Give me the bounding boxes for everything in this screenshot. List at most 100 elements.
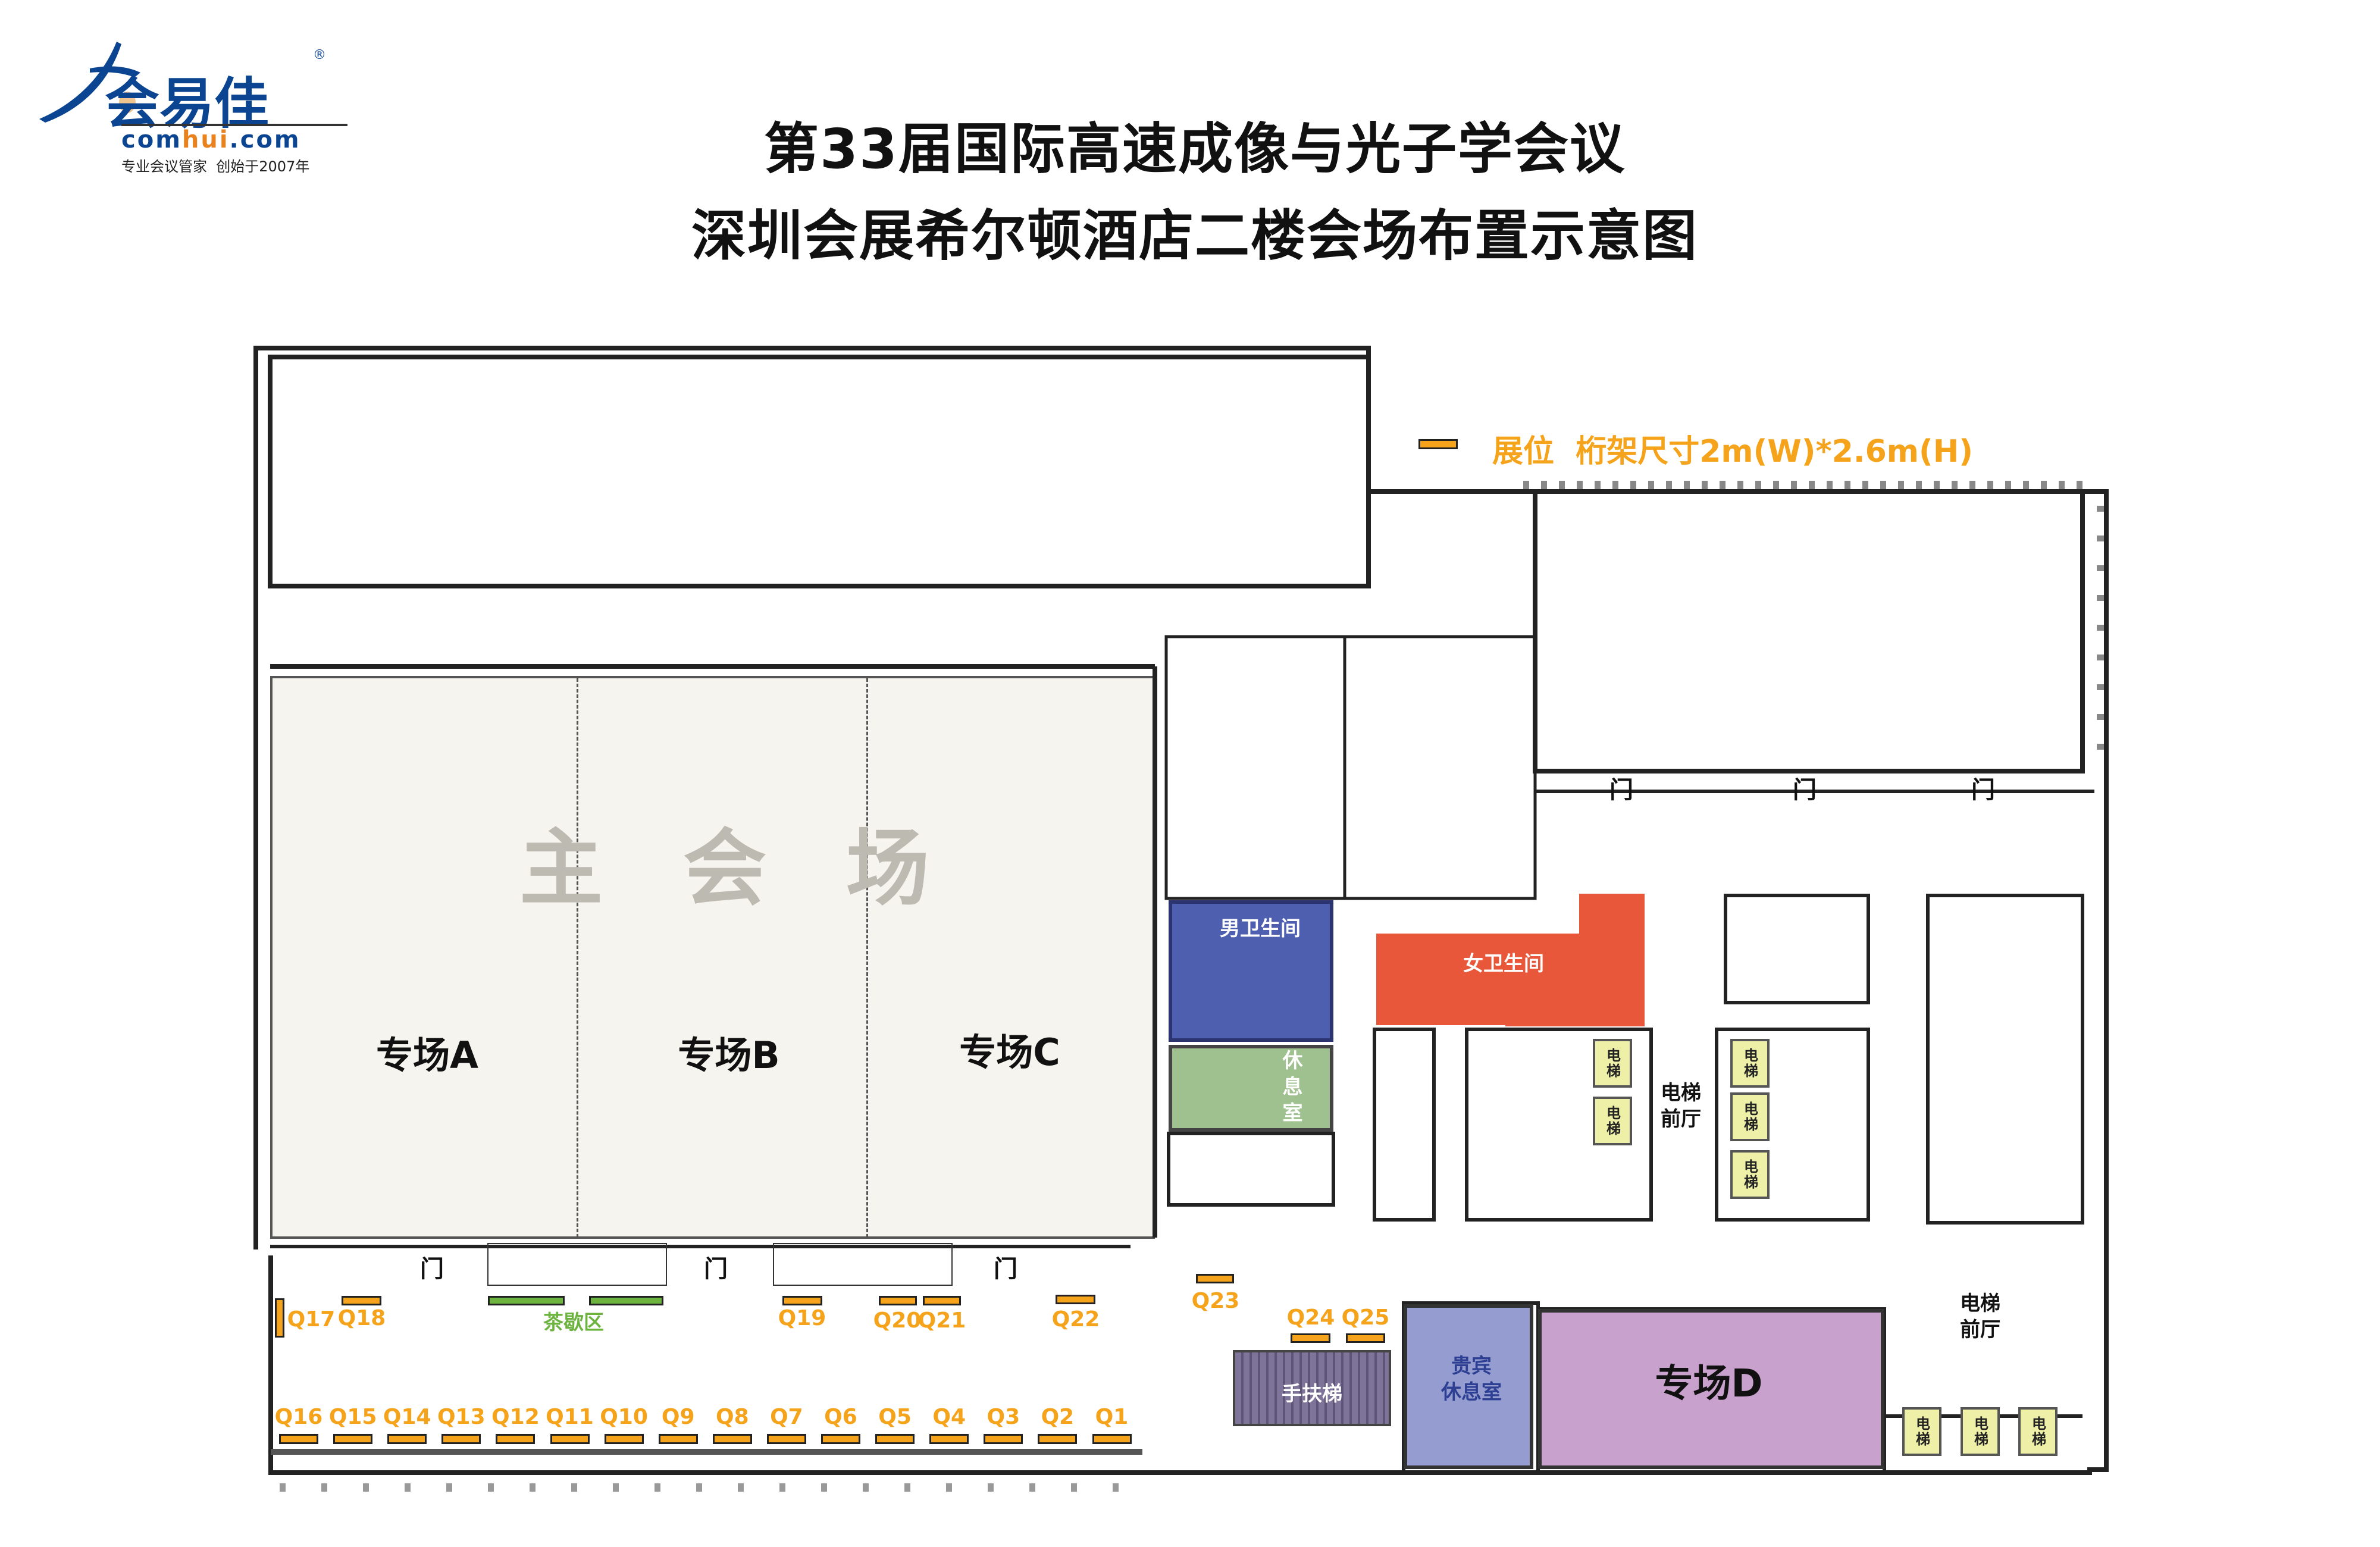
booth-q16[interactable] [279,1434,318,1444]
booth-q10[interactable] [604,1434,644,1444]
booth-q21[interactable] [923,1296,961,1305]
elevator-label: 电梯 [1741,1159,1758,1190]
booth-q8[interactable] [712,1434,752,1444]
booth-q25[interactable] [1346,1333,1385,1343]
elevator-label: 电梯 [1741,1101,1758,1132]
booth-q5[interactable] [875,1434,915,1444]
booth-q14[interactable] [387,1434,427,1444]
registered-mark: ® [313,48,326,62]
elevator: 电梯 [1593,1097,1632,1145]
elevator: 电梯 [1730,1150,1770,1199]
booth-q15[interactable] [333,1434,373,1444]
booth-label: Q21 [917,1308,966,1333]
vip-room-label: 贵宾休息室 [1441,1353,1502,1405]
booth-label: Q9 [661,1405,695,1429]
logo-swoosh-icon [39,42,140,123]
section-c-label: 专场C [959,1031,1060,1074]
booth-label: Q4 [932,1405,966,1429]
booth-label: Q11 [546,1405,594,1429]
escalator [1233,1350,1391,1426]
booth-label: Q12 [491,1405,540,1429]
booth-q17[interactable] [275,1298,284,1338]
hall-d [1538,1309,1884,1469]
booth-q2[interactable] [1038,1434,1078,1444]
elevator-label: 电梯 [1741,1048,1758,1079]
door-label: 门 [1793,776,1817,804]
booth-label: Q3 [987,1405,1020,1429]
booth-label: Q24 [1286,1305,1335,1330]
hall-divider [577,678,578,1238]
escalator-label: 手扶梯 [1282,1382,1342,1406]
elevator: 电梯 [2018,1407,2058,1456]
door-label: 门 [994,1255,1017,1283]
domain-prefix: com [121,126,182,154]
logo-divider [121,124,347,126]
booth-q12[interactable] [496,1434,536,1444]
main-hall [270,676,1155,1239]
booth-label: Q5 [878,1405,912,1429]
booth-label: Q17 [287,1307,336,1332]
elevator-lobby-label: 电梯前厅 [1661,1080,1701,1132]
logo: 会易佳 ® comhui.com 专业会议管家 创始于2007年 [33,36,347,175]
vip-line2: 休息室 [1441,1380,1502,1404]
booth-label: Q15 [328,1405,377,1429]
mens-toilet-label: 男卫生间 [1220,917,1301,941]
booth-label: Q20 [873,1308,922,1333]
booth-q22[interactable] [1056,1295,1095,1304]
tea-break-label: 茶歇区 [543,1311,604,1335]
booth-q9[interactable] [658,1434,698,1444]
booth-q4[interactable] [929,1434,969,1444]
booth-q24[interactable] [1291,1333,1330,1343]
main-hall-char: 主 [519,821,603,917]
booth-q23[interactable] [1196,1274,1234,1283]
booth-q19[interactable] [782,1296,822,1305]
elevator-label: 电梯 [1913,1416,1930,1447]
lobby-line2: 前厅 [1661,1107,1701,1131]
door-label: 门 [1609,776,1633,804]
lobby-line2: 前厅 [1960,1318,2000,1342]
elevator-label: 电梯 [1971,1416,1988,1447]
elevator-label: 电梯 [2029,1416,2046,1447]
logo-slogan: 专业会议管家 创始于2007年 [121,158,310,175]
booth-label: Q6 [824,1405,857,1429]
booth-q7[interactable] [766,1434,806,1444]
vip-line1: 贵宾 [1451,1354,1492,1378]
tea-table [589,1296,663,1305]
womens-toilet-wing [1579,894,1645,1025]
rest-room-label: 休息室 [1279,1050,1302,1128]
booth-label: Q18 [337,1306,386,1330]
booth-q6[interactable] [821,1434,860,1444]
booth-q11[interactable] [550,1434,590,1444]
main-hall-char: 场 [845,821,930,917]
mens-toilet [1169,900,1333,1042]
domain-suffix: .com [229,126,301,154]
rest-room [1169,1045,1333,1132]
booth-label: Q19 [778,1306,826,1330]
booth-label: Q14 [383,1405,431,1429]
booth-q3[interactable] [984,1434,1023,1444]
elevator: 电梯 [1902,1407,1941,1456]
booth-label: Q7 [770,1405,803,1429]
booth-q18[interactable] [342,1296,381,1305]
elevator: 电梯 [1961,1407,2000,1456]
booth-q20[interactable] [879,1296,917,1305]
logo-domain: comhui.com [121,126,301,154]
elevator-label: 电梯 [1604,1048,1621,1079]
title-line1: 第33届国际高速成像与光子学会议 [763,117,1626,181]
hall-divider [866,678,868,1238]
elevator: 电梯 [1730,1092,1770,1141]
booth-label: Q10 [600,1405,648,1429]
booth-label: Q1 [1095,1405,1129,1429]
womens-toilet-lower [1505,1012,1645,1026]
elevator: 电梯 [1730,1039,1770,1088]
lobby-line1: 电梯 [1960,1291,2000,1316]
tea-table [488,1296,565,1305]
main-hall-char: 会 [682,821,767,917]
domain-mid: hui [181,126,230,154]
booth-q13[interactable] [441,1434,481,1444]
booth-label: Q22 [1051,1307,1100,1332]
booth-q1[interactable] [1092,1434,1132,1444]
legend-label: 展位 桁架尺寸2m(W)*2.6m(H) [1492,434,1974,469]
lobby-line1: 电梯 [1661,1081,1701,1105]
